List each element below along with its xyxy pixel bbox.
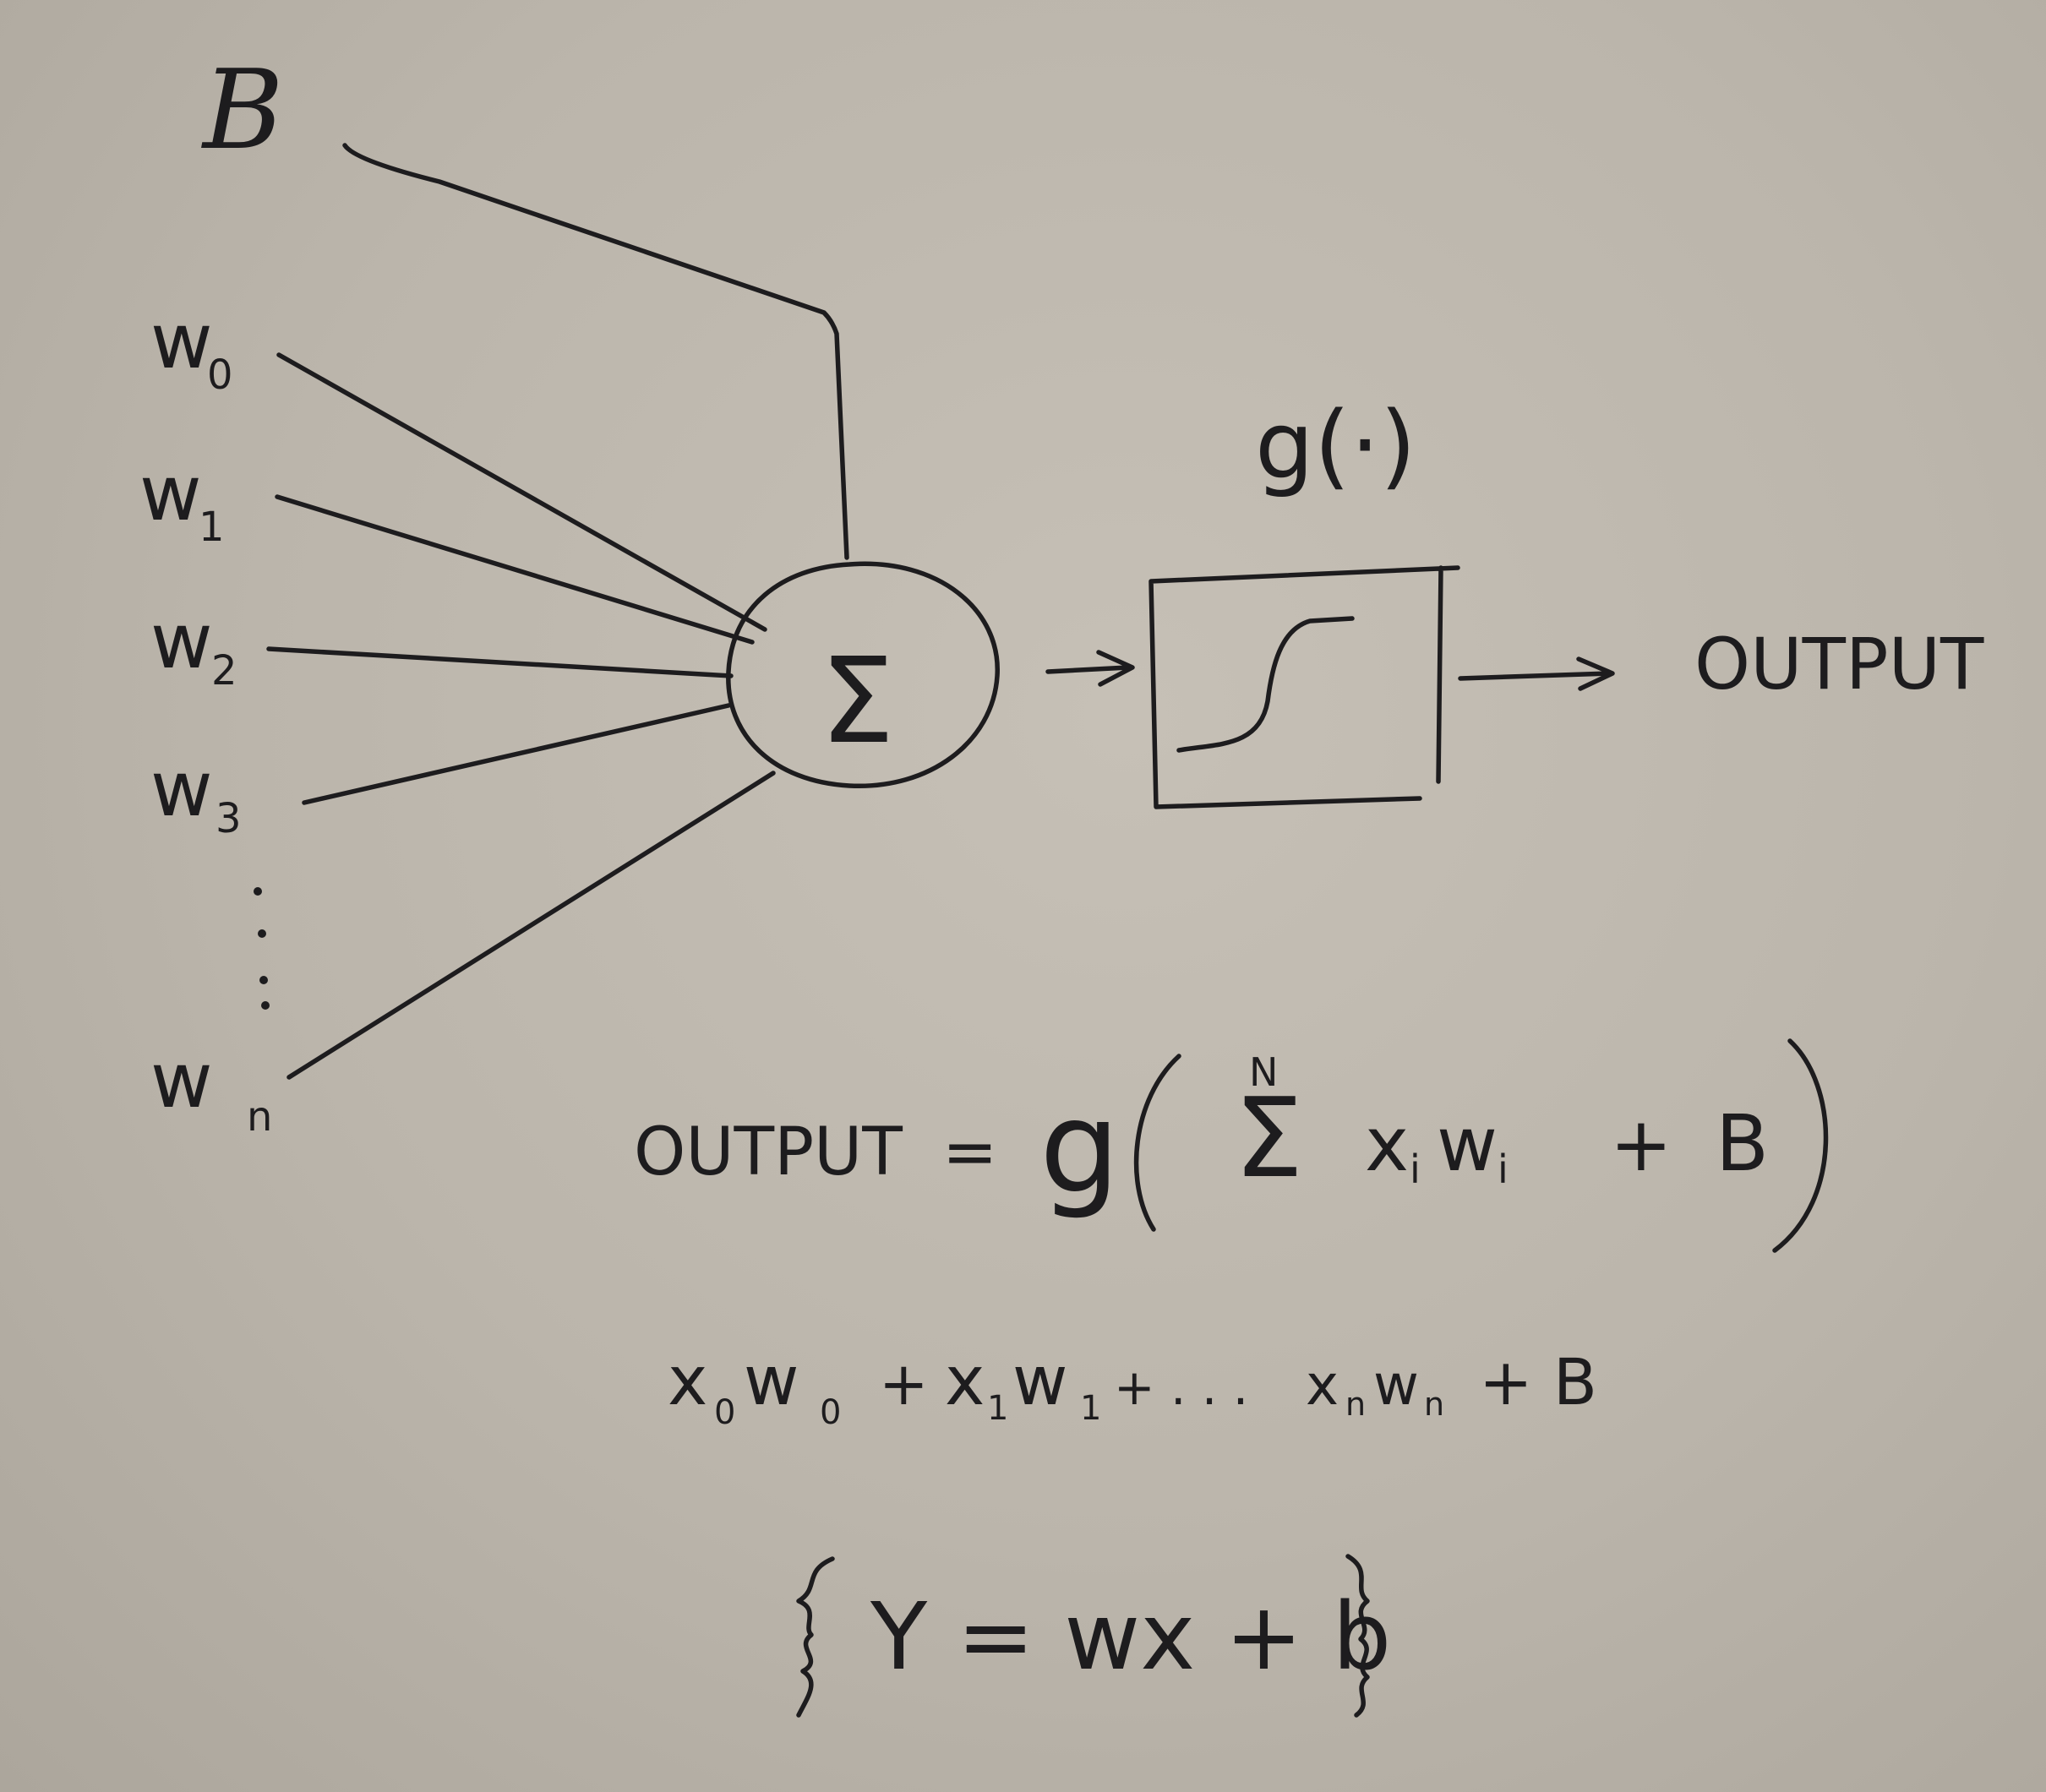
equation-bias: B [1716, 1098, 1769, 1189]
svg-text:w: w [1373, 1353, 1419, 1418]
svg-text:0: 0 [207, 351, 233, 399]
activation-box [1148, 565, 1460, 809]
input-line-w1 [275, 494, 755, 645]
equation-plus: + [1610, 1101, 1672, 1188]
equation-equals: = [942, 1114, 997, 1190]
weight-label-w0: w 0 [150, 297, 233, 399]
weight-label-w2: w 2 [150, 597, 237, 694]
left-curly-brace [796, 1556, 835, 1718]
arrow-to-output [1458, 656, 1615, 691]
svg-text:3: 3 [216, 795, 242, 842]
svg-text:+: + [879, 1349, 929, 1419]
activation-function-label: g(·) [1255, 391, 1416, 499]
svg-text:n: n [247, 1093, 272, 1141]
svg-text:0: 0 [714, 1393, 735, 1432]
svg-text:w: w [150, 745, 213, 834]
svg-text:x: x [668, 1342, 707, 1420]
svg-text:0: 0 [820, 1393, 841, 1432]
bias-connection [342, 143, 849, 560]
svg-text:w: w [744, 1342, 799, 1420]
equation-term-w: w [1437, 1101, 1498, 1188]
svg-text:1: 1 [199, 504, 225, 551]
input-line-w0 [276, 352, 767, 632]
weight-label-w1: w 1 [139, 449, 225, 551]
svg-text:n: n [1424, 1386, 1444, 1423]
svg-text:w: w [150, 597, 213, 686]
equation-sum-symbol: Σ [1234, 1074, 1303, 1202]
svg-text:+ B: + B [1479, 1344, 1597, 1419]
ellipsis-dots [254, 887, 270, 1010]
sigmoid-curve-icon [1176, 616, 1355, 753]
equation-term-w-sub: i [1498, 1147, 1509, 1192]
bias-label: B [201, 46, 284, 174]
right-paren [1772, 1038, 1829, 1253]
svg-text:+ . . .: + . . . [1114, 1359, 1248, 1416]
expansion-equation: x 0 w 0 + x 1 w 1 + . . . x n w n + B [668, 1342, 1597, 1432]
equation-term-x: x [1365, 1101, 1409, 1188]
equation-term-x-sub: i [1410, 1147, 1421, 1192]
svg-text:1: 1 [1080, 1389, 1101, 1428]
output-equation: OUTPUT = g Σ N x i w i + B [634, 1038, 1829, 1253]
arrow-to-activation [1045, 650, 1135, 687]
svg-text:n: n [1345, 1386, 1366, 1423]
weight-label-wn: w n [150, 1037, 272, 1141]
svg-text:w: w [150, 1037, 213, 1125]
svg-text:w: w [150, 297, 213, 386]
left-paren [1133, 1054, 1181, 1232]
svg-text:2: 2 [211, 647, 237, 694]
svg-text:x: x [945, 1342, 985, 1420]
linear-equation-text: Y = wx + b [870, 1582, 1391, 1691]
summation-node-circle [726, 561, 1000, 788]
svg-text:1: 1 [987, 1389, 1008, 1428]
input-line-w2 [266, 646, 734, 678]
weight-label-w3: w 3 [150, 745, 242, 842]
svg-text:w: w [1012, 1342, 1067, 1420]
equation-g: g [1039, 1075, 1120, 1222]
equation-sum-upper: N [1249, 1049, 1278, 1095]
equation-lhs: OUTPUT [634, 1114, 903, 1190]
output-label: OUTPUT [1694, 623, 1984, 705]
input-line-w3 [302, 703, 731, 805]
input-line-wn [286, 771, 776, 1080]
svg-text:x: x [1306, 1353, 1339, 1418]
right-curly-brace [1345, 1554, 1370, 1718]
summation-symbol: Σ [820, 633, 894, 771]
svg-text:w: w [139, 449, 202, 538]
linear-equation: Y = wx + b [796, 1554, 1391, 1718]
